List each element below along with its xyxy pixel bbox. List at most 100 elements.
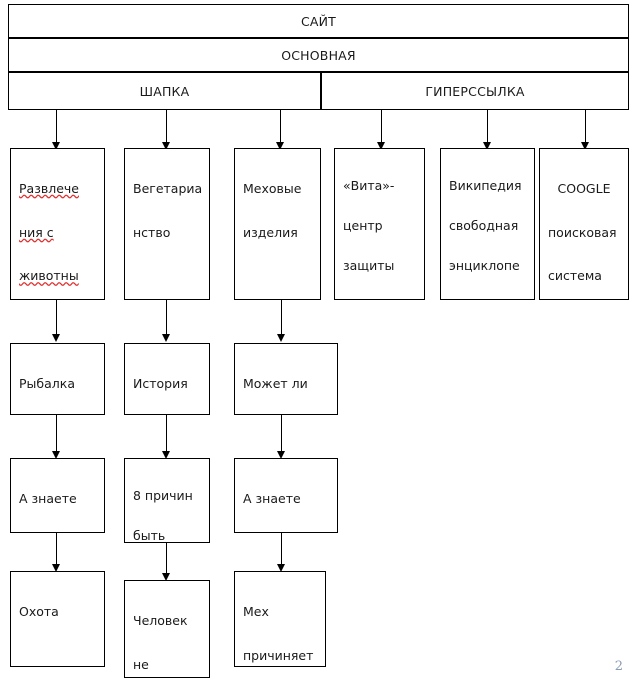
arrowhead-eight-reasons bbox=[162, 451, 170, 459]
arrowhead-fur-pain bbox=[277, 564, 285, 572]
node-human-not-predator-line-1: Человек bbox=[133, 610, 201, 632]
node-entertainment-line-2: ния с bbox=[19, 222, 96, 244]
node-hyperlink[interactable]: ГИПЕРССЫЛКА bbox=[321, 72, 629, 110]
node-shapka[interactable]: ШАПКА bbox=[8, 72, 321, 110]
node-coogle-line-1: COOGLE bbox=[548, 178, 620, 200]
connector-hyperlink-to-wikipedia bbox=[487, 110, 488, 144]
text-line: изделия bbox=[243, 224, 298, 240]
node-entertainment-line-3: животны bbox=[19, 265, 96, 287]
node-shapka-label: ШАПКА bbox=[139, 83, 190, 99]
node-hunting-line-1: Охота bbox=[19, 601, 96, 623]
node-site[interactable]: САЙТ bbox=[8, 4, 629, 38]
node-do-you-know-2[interactable]: А знаете ли Вы? bbox=[234, 458, 338, 533]
node-do-you-know-1-line-1: А знаете bbox=[19, 488, 96, 510]
arrowhead-beauty-cruel bbox=[277, 334, 285, 342]
connector-shapka-to-vegetarianism bbox=[166, 110, 167, 144]
node-beauty-cruel[interactable]: Может ли красота быть жестокой? bbox=[234, 343, 338, 415]
text-line: COOGLE bbox=[557, 180, 611, 196]
text-line: Википедия bbox=[449, 178, 522, 193]
node-coogle-line-3: система bbox=[548, 265, 620, 287]
node-coogle-line-2: поисковая bbox=[548, 222, 620, 244]
node-site-label: САЙТ bbox=[300, 13, 337, 29]
node-wikipedia[interactable]: Википедия свободная энциклопе дия bbox=[440, 148, 535, 300]
arrowhead-do-you-know-1 bbox=[52, 451, 60, 459]
connector-entertainment-to-fishing bbox=[56, 300, 57, 336]
node-fur-products[interactable]: Меховые изделия bbox=[234, 148, 321, 300]
node-vita-center-line-1: «Вита»- bbox=[343, 176, 416, 196]
arrowhead-wikipedia bbox=[483, 142, 491, 150]
arrowhead-veg-history bbox=[162, 334, 170, 342]
node-vegetarianism-line-2: нство bbox=[133, 222, 201, 244]
node-eight-reasons[interactable]: 8 причин быть вегетариа нцем bbox=[124, 458, 210, 543]
text-line: А знаете bbox=[19, 490, 77, 506]
node-hyperlink-label: ГИПЕРССЫЛКА bbox=[425, 83, 525, 99]
arrowhead-entertainment bbox=[52, 142, 60, 150]
text-line: поисковая bbox=[548, 224, 617, 240]
connector-vegetarianism-to-history bbox=[166, 300, 167, 336]
node-veg-history-line-1: История bbox=[133, 373, 201, 395]
arrowhead-do-you-know-2 bbox=[277, 451, 285, 459]
text-line: нство bbox=[133, 224, 171, 240]
connector-hyperlink-to-vita bbox=[381, 110, 382, 144]
arrowhead-fishing-pain bbox=[52, 334, 60, 342]
node-human-not-predator[interactable]: Человек не хищник bbox=[124, 580, 210, 678]
node-vegetarianism[interactable]: Вегетариа нство bbox=[124, 148, 210, 300]
text-line: дия bbox=[449, 298, 473, 299]
node-wikipedia-line-3: энциклопе bbox=[449, 256, 526, 276]
node-beauty-cruel-line-1: Может ли bbox=[243, 373, 329, 395]
text-line: Рыбалка bbox=[19, 375, 75, 391]
node-entertainment-line-1: Развлече bbox=[19, 178, 96, 200]
node-fur-products-line-1: Меховые bbox=[243, 178, 312, 200]
text-line: защиты bbox=[343, 258, 395, 273]
text-line: Может ли bbox=[243, 375, 308, 391]
node-main[interactable]: ОСНОВНАЯ bbox=[8, 38, 629, 72]
connector-history-to-reasons bbox=[166, 415, 167, 453]
node-fishing-pain-line-1: Рыбалка bbox=[19, 373, 96, 395]
connector-beauty-to-know2 bbox=[281, 415, 282, 453]
node-vita-center-line-4: прав bbox=[343, 296, 416, 299]
text-line: Меховые bbox=[243, 180, 302, 196]
connector-fishing-to-know1 bbox=[56, 415, 57, 453]
connector-reasons-to-human bbox=[166, 543, 167, 576]
connector-know2-to-fur-pain bbox=[281, 533, 282, 567]
node-wikipedia-line-2: свободная bbox=[449, 216, 526, 236]
node-entertainment[interactable]: Развлече ния с животны ми bbox=[10, 148, 105, 300]
text-line: Мех bbox=[243, 603, 269, 619]
text-line: 8 причин bbox=[133, 488, 193, 503]
arrowhead-human-not-predator bbox=[162, 573, 170, 581]
node-fishing-pain[interactable]: Рыбалка причиняет боль bbox=[10, 343, 105, 415]
node-fur-products-line-2: изделия bbox=[243, 222, 312, 244]
node-eight-reasons-line-1: 8 причин bbox=[133, 486, 201, 506]
text-line: Человек bbox=[133, 612, 188, 628]
connector-know1-to-hunting bbox=[56, 533, 57, 567]
text-line: прав bbox=[343, 298, 374, 299]
node-wikipedia-line-1: Википедия bbox=[449, 176, 526, 196]
text-line: система bbox=[548, 268, 602, 284]
node-do-you-know-1-line-2 bbox=[19, 532, 96, 533]
node-fur-pain-line-1: Мех bbox=[243, 601, 317, 623]
page-number: 2 bbox=[614, 659, 623, 674]
node-veg-history[interactable]: История вегетариа нства bbox=[124, 343, 210, 415]
text-line: быть bbox=[133, 528, 166, 543]
text-line: А знаете bbox=[243, 490, 301, 506]
text-line: не хищник bbox=[133, 656, 149, 672]
node-vita-center-line-2: центр bbox=[343, 216, 416, 236]
connector-shapka-to-fur-products bbox=[280, 110, 281, 144]
connector-hyperlink-to-coogle bbox=[585, 110, 586, 144]
node-fur-pain-line-2: причиняет bbox=[243, 645, 317, 666]
arrowhead-coogle bbox=[581, 142, 589, 150]
node-hunting[interactable]: Охота bbox=[10, 571, 105, 667]
text-line: История bbox=[133, 375, 188, 391]
connector-fur-to-beauty bbox=[281, 300, 282, 336]
text-line: энциклопе bbox=[449, 258, 520, 273]
node-vita-center[interactable]: «Вита»- центр защиты прав животных bbox=[334, 148, 425, 300]
arrowhead-fur-products bbox=[276, 142, 284, 150]
node-human-not-predator-line-2: не хищник bbox=[133, 654, 201, 677]
arrowhead-vegetarianism bbox=[162, 142, 170, 150]
node-do-you-know-1[interactable]: А знаете ли Вы? bbox=[10, 458, 105, 533]
node-vegetarianism-line-1: Вегетариа bbox=[133, 178, 202, 200]
arrowhead-hunting bbox=[52, 564, 60, 572]
text-line: центр bbox=[343, 218, 383, 233]
node-fur-pain[interactable]: Мех причиняет боль bbox=[234, 571, 326, 667]
node-coogle[interactable]: COOGLE поисковая система bbox=[539, 148, 629, 300]
